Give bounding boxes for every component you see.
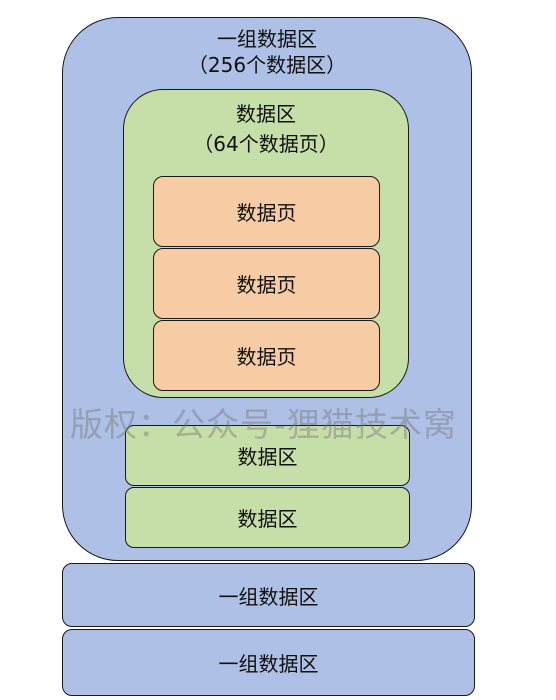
group-area-block: 一组数据区 bbox=[62, 563, 475, 627]
data-page: 数据页 bbox=[153, 248, 380, 319]
group-area-title: 一组数据区 bbox=[217, 27, 317, 51]
group-area-subtitle: （256个数据区） bbox=[187, 53, 347, 77]
data-area-subtitle: （64个数据页） bbox=[193, 132, 339, 156]
data-area-label: 数据区 bbox=[237, 507, 298, 531]
data-page: 数据页 bbox=[153, 176, 380, 247]
group-area-label: 一组数据区 bbox=[218, 584, 319, 609]
data-area-title: 数据区 bbox=[236, 102, 296, 126]
group-area-block: 一组数据区 bbox=[62, 629, 475, 696]
data-area-label: 数据区 bbox=[237, 445, 298, 469]
data-page-label: 数据页 bbox=[236, 201, 297, 225]
group-area-label: 一组数据区 bbox=[218, 652, 319, 676]
data-page-label: 数据页 bbox=[236, 345, 297, 369]
data-page: 数据页 bbox=[153, 320, 380, 391]
data-area-block: 数据区 bbox=[125, 487, 410, 548]
data-page-label: 数据页 bbox=[236, 273, 297, 297]
data-area-block: 数据区 bbox=[125, 425, 410, 486]
